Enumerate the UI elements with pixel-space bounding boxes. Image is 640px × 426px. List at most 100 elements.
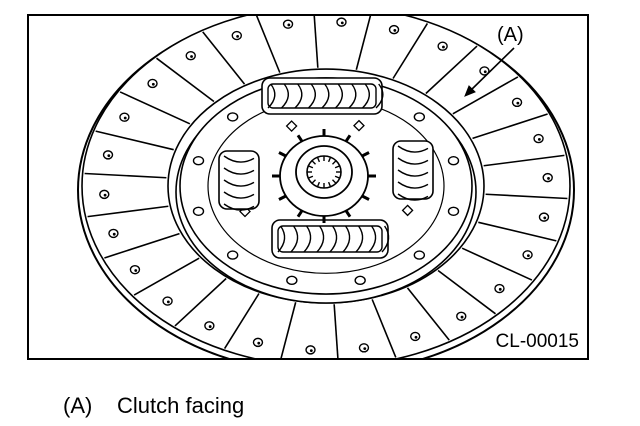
rivet-head: [134, 269, 138, 272]
spring-coil: [397, 193, 429, 201]
spline-tooth: [327, 181, 332, 188]
facing-segment-groove: [485, 193, 568, 200]
facing-segment-groove: [87, 205, 169, 218]
spring-coil: [381, 225, 390, 253]
rivet-head: [537, 138, 541, 141]
facing-segment-groove: [406, 287, 450, 341]
rivet-head: [414, 335, 418, 339]
spring-coil: [397, 157, 429, 165]
spring-coil: [277, 225, 286, 253]
hub-flange-tooth: [296, 134, 304, 143]
spline-tooth: [334, 165, 340, 169]
hub-flange-tooth: [361, 151, 370, 158]
rivet-head: [483, 70, 487, 74]
plate-hole: [226, 112, 239, 122]
hub-flange-tooth: [361, 194, 370, 201]
rivet-head: [287, 23, 291, 27]
plate-hole: [226, 250, 239, 260]
rivet-head: [393, 29, 397, 32]
clutch-disc-drawing: [77, 16, 575, 358]
callout-leader-arrow: [464, 47, 515, 97]
plate-hole: [447, 206, 460, 216]
spring-coil: [223, 191, 255, 199]
spring-coil: [281, 83, 289, 109]
facing-segment-groove: [461, 247, 533, 281]
figure-code: CL-00015: [495, 331, 579, 352]
plate-hole: [413, 112, 426, 122]
spline-tooth: [311, 179, 317, 184]
spring-coil: [397, 169, 429, 177]
hub-flange-tooth: [278, 194, 287, 201]
spring-coil: [397, 181, 429, 189]
spline-tooth: [308, 165, 314, 169]
damper-spring-bottom: [271, 219, 390, 259]
spline-tooth: [331, 160, 337, 165]
facing-segment-groove: [333, 304, 339, 358]
spring-coil: [329, 225, 338, 253]
facing-segment-groove: [133, 257, 200, 296]
facing-segment-groove: [255, 16, 281, 73]
plate-hole: [447, 156, 460, 166]
rivet-head: [190, 55, 193, 58]
spring-coil: [368, 225, 377, 253]
facing-segment-groove: [313, 16, 319, 68]
spline-tooth: [308, 175, 314, 179]
facing-segment-groove: [478, 221, 557, 242]
rivet-head: [151, 82, 155, 86]
facing-segment-groove: [425, 45, 478, 95]
spring-coil: [223, 167, 255, 175]
rivet-head: [107, 154, 111, 158]
plate-hole: [413, 250, 426, 260]
legend-key: (A): [63, 393, 93, 418]
facing-segment-groove: [174, 277, 227, 327]
spring-coil: [335, 83, 343, 109]
facing-segment-groove: [156, 57, 215, 103]
spring-coil: [294, 83, 303, 109]
spring-coil: [355, 225, 364, 253]
plate-hole: [354, 275, 366, 286]
facing-segment-groove: [452, 76, 519, 115]
rivet-head: [526, 254, 530, 258]
spline-tooth: [316, 156, 321, 163]
rivet-head: [340, 21, 344, 25]
spring-coil: [290, 225, 299, 253]
facing-segment-groove: [202, 31, 246, 85]
spline-tooth: [311, 160, 317, 165]
stop-pin-slot: [401, 204, 414, 217]
spring-coil: [267, 83, 276, 109]
hub-flange-tooth: [296, 209, 304, 218]
plate-hole: [286, 275, 298, 286]
spring-coil: [342, 225, 351, 253]
facing-segment-groove: [84, 172, 167, 179]
damper-spring-top: [261, 77, 384, 115]
facing-segment-groove: [95, 130, 174, 151]
plate-hole: [192, 206, 205, 216]
spring-coil: [362, 83, 370, 109]
facing-segment-groove: [104, 232, 180, 259]
callout-label-a: (A): [497, 24, 524, 46]
stop-pin-slot: [353, 119, 365, 132]
rivet-head: [123, 116, 127, 120]
rivet-head: [257, 341, 261, 345]
legend: (A) Clutch facing: [63, 394, 244, 418]
rivet-head: [543, 216, 547, 220]
spring-coil: [375, 83, 384, 109]
rivet-head: [166, 300, 170, 304]
rivet-head: [547, 177, 550, 180]
rivet-head: [460, 315, 464, 319]
rivet-head: [442, 45, 445, 49]
hub-flange-tooth: [344, 209, 352, 218]
legend-item: (A) Clutch facing: [63, 394, 244, 418]
spring-coil: [348, 83, 357, 109]
facing-segment-groove: [355, 16, 372, 70]
facing-segment-groove: [119, 91, 191, 125]
spring-coil: [223, 155, 255, 163]
leader-arrowhead: [464, 85, 476, 97]
rivet-head: [208, 325, 212, 328]
spring-coil: [321, 83, 330, 109]
leader-line: [468, 47, 515, 93]
facing-segment-groove: [280, 302, 297, 358]
rivet-head: [103, 193, 107, 197]
rivet-head: [309, 349, 313, 353]
spring-coil: [316, 225, 325, 253]
